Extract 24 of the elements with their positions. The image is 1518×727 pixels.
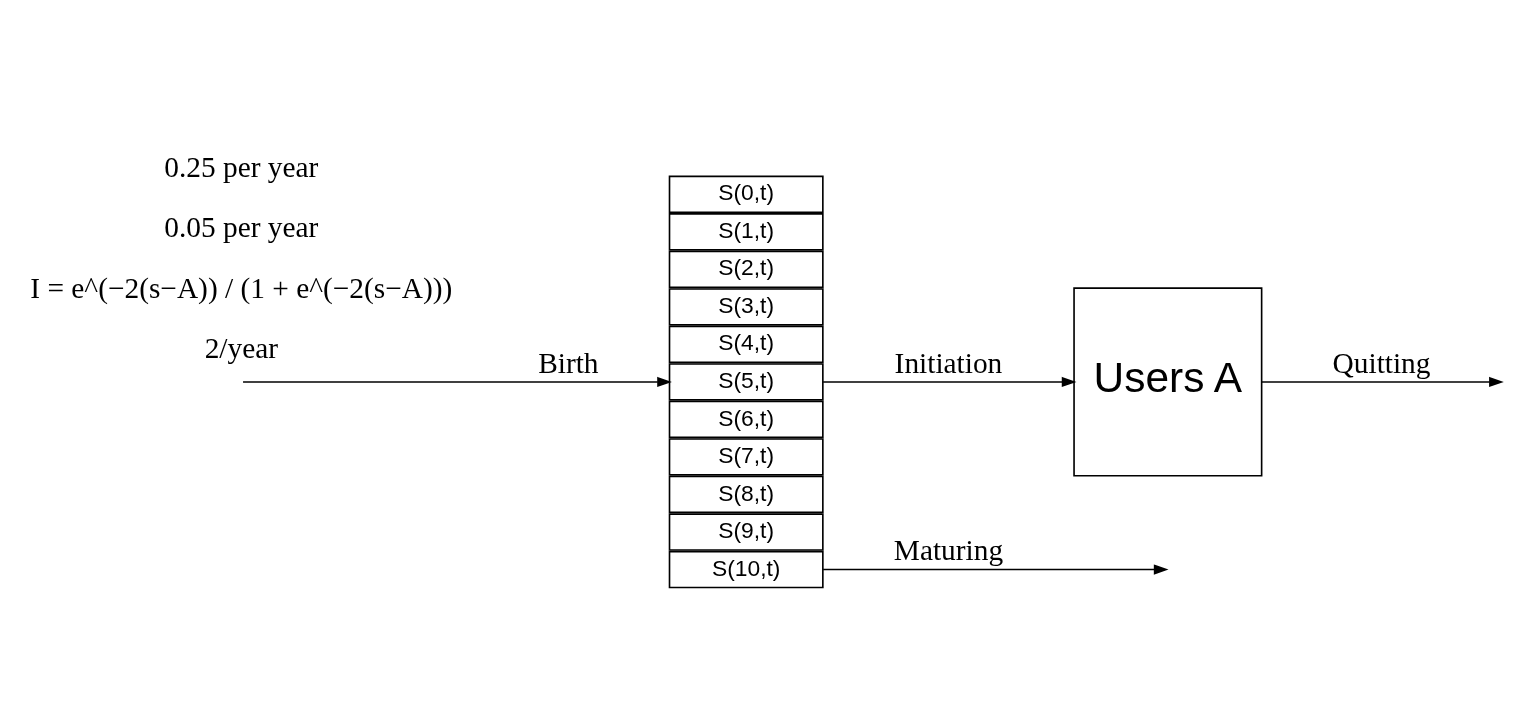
- node-box: Users A: [1073, 286, 1263, 477]
- arrow: [1261, 376, 1504, 387]
- label: 2/year: [204, 331, 278, 364]
- edge-label: Quitting: [1332, 346, 1431, 379]
- node-box: S(7,t): [668, 437, 824, 476]
- node-box: S(5,t): [668, 362, 824, 401]
- node-box: S(10,t): [668, 550, 824, 588]
- arrow: [242, 376, 672, 387]
- arrow: [822, 563, 1169, 575]
- edge-label: Initiation: [894, 346, 1003, 379]
- node-box: S(8,t): [668, 475, 824, 513]
- node-box: S(1,t): [668, 212, 824, 251]
- node-box: S(6,t): [668, 400, 824, 438]
- node-box: S(0,t): [668, 175, 824, 213]
- arrow: [822, 376, 1077, 387]
- node-box: S(4,t): [668, 325, 824, 363]
- label: 0.05 per year: [164, 210, 319, 243]
- node-box: S(3,t): [668, 287, 824, 326]
- node-box: S(9,t): [668, 512, 824, 551]
- edge-label: Birth: [538, 346, 599, 379]
- edge-label: Maturing: [893, 533, 1004, 566]
- node-box: S(2,t): [668, 250, 824, 288]
- label: 0.25 per year: [164, 150, 319, 183]
- label: I = e^(−2(s−A)) / (1 + e^(−2(s−A))): [30, 271, 453, 304]
